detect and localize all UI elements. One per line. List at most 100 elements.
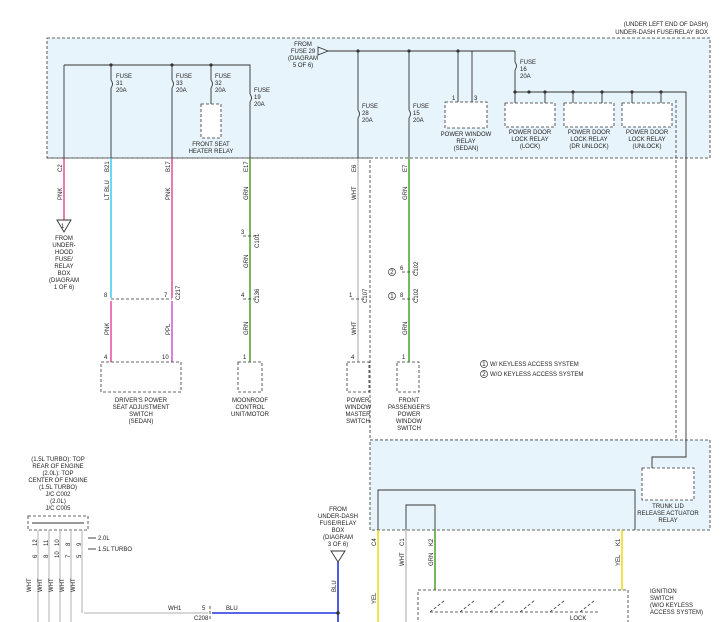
front-seat-heater-relay (200, 103, 222, 139)
from-box-line8: 1 OF 6) (54, 285, 74, 291)
engine-label-2l: 2.0L (98, 536, 110, 542)
engine-note-3: (2.0L): TOP (42, 471, 73, 477)
fuse-19-label: FUSE (254, 88, 270, 94)
drivers-seat-line2: SEAT ADJUSTMENT (113, 405, 170, 411)
jc-wire-label-1: WHT (27, 578, 33, 592)
power-window-relay-pin3: 3 (474, 96, 478, 102)
fuse-16-label: FUSE (520, 60, 536, 66)
passenger-line2: PASSENGER'S (388, 405, 430, 411)
legend-marker-1-text: 1 (482, 362, 486, 368)
c208-pin: 5 (202, 606, 206, 612)
fuse-source-line1: FROM (294, 42, 312, 48)
master-switch (346, 361, 370, 393)
legend-marker-2-text: 2 (482, 372, 486, 378)
jc-pin-7: 7 (66, 554, 72, 558)
engine-note-5: (1.5L TURBO) (39, 485, 77, 491)
variant-marker-2 (388, 268, 396, 276)
wire-label-grn-1: GRN (244, 187, 250, 200)
jc-pin-5: 5 (77, 554, 83, 558)
jc-wire-label-2: WHT (38, 578, 44, 592)
lock-relay-line1: POWER DOOR (509, 130, 552, 136)
jc-pin-12: 12 (33, 539, 39, 546)
jc-pin-10b: 10 (55, 551, 61, 558)
bottom-terminal-c1: C1 (400, 538, 406, 546)
dr-unlock-relay-line3: (DR UNLOCK) (569, 144, 608, 150)
variant-marker-1 (388, 292, 396, 300)
bottom-from-line6: 3 OF 6) (328, 542, 348, 548)
fuse-15-label: FUSE (413, 104, 429, 110)
wire-label-pnk-seat: PNK (105, 323, 111, 335)
bottom-terminal-k1: K1 (616, 538, 622, 546)
engine-note-8: J/C C005 (45, 506, 71, 512)
trunk-lid-relay (641, 467, 695, 501)
terminal-b17: B17 (166, 161, 172, 172)
terminal-c2: C2 (58, 164, 64, 172)
moonroof-line3: UNIT/MOTOR (231, 412, 270, 418)
master-line2: WINDOW (345, 405, 372, 411)
bottom-from-line2: UNDER-DASH (318, 514, 358, 520)
ignition-line2: SWITCH (650, 596, 674, 602)
fuse-31-num: 31 (116, 81, 123, 87)
unlock-relay (621, 102, 673, 128)
wire-label-ltblu: LT BLU (105, 180, 111, 200)
fuse-31-label: FUSE (116, 74, 132, 80)
jc-pin-8b: 8 (44, 554, 50, 558)
unlock-relay-line1: POWER DOOR (626, 130, 669, 136)
moonroof-line1: MOONROOF (232, 398, 268, 404)
engine-label-turbo: 1.5L TURBO (98, 547, 132, 553)
c102-label-top: C102 (414, 261, 420, 276)
seat-pin-10: 10 (162, 355, 169, 361)
ignition-line4: ACCESS SYSTEM) (650, 610, 703, 616)
wire-blu (212, 562, 339, 622)
terminal-e7: E7 (403, 164, 409, 172)
ignition-switch (417, 589, 629, 622)
dr-unlock-relay-line1: POWER DOOR (568, 130, 611, 136)
legend-marker-1 (480, 360, 488, 368)
lower-bus (377, 489, 636, 530)
master-line4: SWITCH (346, 419, 370, 425)
bottom-terminal-c4: C4 (372, 538, 378, 546)
front-seat-heater-relay-line2: HEATER RELAY (189, 149, 234, 155)
c107-pin: 1 (349, 293, 353, 299)
passenger-line4: WINDOW (396, 419, 423, 425)
engine-note-4: CENTER OF ENGINE (28, 478, 87, 484)
power-window-relay-pin1: 1 (452, 96, 456, 102)
master-pin: 4 (351, 355, 355, 361)
fuse-19-symbol (249, 93, 252, 103)
power-window-relay-line1: POWER WINDOW (441, 132, 492, 138)
fuse-31-amp: 20A (116, 88, 127, 94)
c208-label: C208 (194, 616, 209, 622)
lock-relay-line3: (LOCK) (520, 144, 540, 150)
ignition-lock-label: LOCK (570, 616, 586, 622)
variant-marker-1-text: 1 (390, 294, 394, 300)
jc-wire-label-3: WHT (49, 578, 55, 592)
fuse-28-label: FUSE (362, 104, 378, 110)
engine-note-1: (1.5L TURBO): TOP (31, 457, 84, 463)
wire-label-grn-k2: GRN (429, 553, 435, 566)
fuse-33-symbol (171, 79, 174, 89)
jc-wires (37, 530, 83, 622)
power-window-relay-line3: (SEDAN) (454, 146, 479, 152)
trunk-line2: RELEASE ACTUATOR (637, 511, 699, 517)
terminal-e6: E6 (352, 164, 358, 172)
power-window-relay (444, 101, 488, 129)
dr-unlock-relay (563, 102, 615, 128)
c217-pin-7: 7 (164, 293, 168, 299)
c217-pin-8: 8 (104, 293, 108, 299)
fuse-28-amp: 20A (362, 118, 373, 124)
drivers-seat-line4: (SEDAN) (129, 419, 154, 425)
dr-unlock-relay-line2: LOCK RELAY (570, 137, 607, 143)
terminal-e17: E17 (244, 161, 250, 172)
jc-wire-label-5: WHT (71, 578, 77, 592)
ignition-line3: (W/O KEYLESS (650, 603, 693, 609)
bottom-terminal-k2: K2 (429, 538, 435, 546)
fuse-33-label: FUSE (176, 74, 192, 80)
wire-label-wht-2: WHT (352, 321, 358, 335)
jc-wire-label-4: WHT (60, 578, 66, 592)
passenger-pin: 1 (402, 355, 406, 361)
wire-label-ppl: PPL (166, 323, 172, 335)
c136-label: C136 (255, 288, 261, 303)
jc-pin-6: 6 (33, 554, 39, 558)
from-box-line6: BOX (58, 271, 71, 277)
